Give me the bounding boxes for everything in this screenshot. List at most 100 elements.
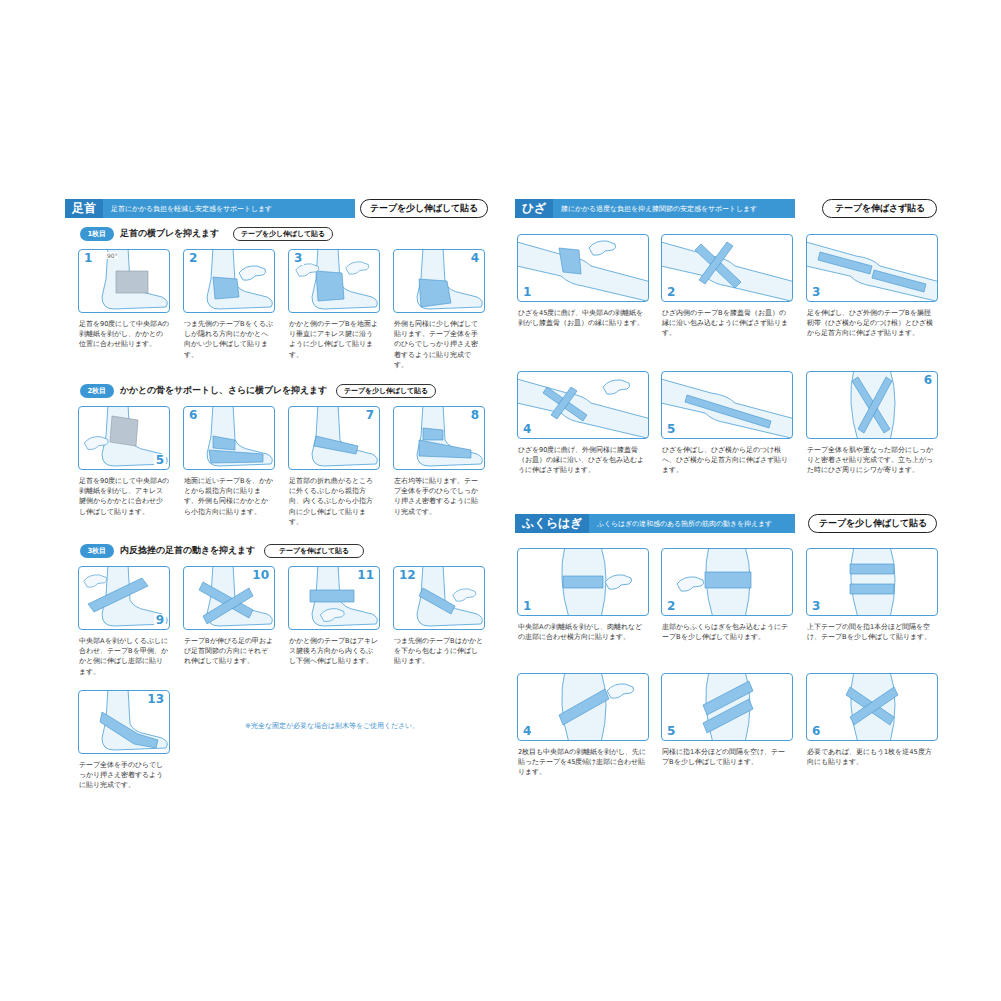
step-number: 5	[665, 725, 677, 738]
tape-instruction: テープを伸ばして貼る	[279, 547, 349, 556]
step-number: 1	[521, 286, 533, 299]
section-title: ひざ	[515, 199, 553, 218]
step-panel: 4外側も同様に少し伸ばして貼ります。テープ全体を手のひらでしっかり押さえ密着する…	[393, 249, 485, 313]
step-panel: 2患部からふくらはぎを包み込むようにテープBを少し伸ばして貼ります。	[661, 548, 793, 616]
step-caption: ひざを90度に曲げ、外側同様に膝蓋骨（お皿）の縁に沿い、ひざを包み込むように伸ば…	[518, 445, 648, 476]
section-title: ふくらはぎ	[515, 514, 589, 533]
section-title: 足首	[65, 199, 103, 218]
step-caption: ひざを伸ばし、ひざ横から足のつけ根へ、ひざ横から足首方向に伸ばさず貼ります。	[662, 445, 792, 476]
step-caption: 必要であれば、更にもう1枚を逆45度方向にも貼ります。	[807, 747, 937, 767]
step-panel: 4ひざを90度に曲げ、外側同様に膝蓋骨（お皿）の縁に沿い、ひざを包み込むように伸…	[517, 371, 649, 439]
step-caption: かかと側のテープBはアキレス腱後ろ方向から内くるぶし下側へ伸ばし貼ります。	[289, 636, 379, 667]
section-header: 足首足首にかかる負担を軽減し安定感をサポートします	[65, 199, 355, 218]
step-caption: 患部からふくらはぎを包み込むようにテープBを少し伸ばして貼ります。	[662, 622, 792, 642]
step-number: 7	[364, 409, 376, 422]
step-panel: 1ひざを45度に曲げ、中央部Aの剥離紙を剥がし膝蓋骨（お皿）の縁に貼ります。	[517, 234, 649, 302]
step-caption: 足首を90度にして中央部Aの剥離紙を剥がし、かかとの位置に合わせ貼ります。	[79, 319, 169, 350]
step-number: 4	[521, 725, 533, 738]
step-number: 10	[250, 569, 271, 582]
step-panel: 11かかと側のテープBはアキレス腱後ろ方向から内くるぶし下側へ伸ばし貼ります。	[288, 566, 380, 630]
step-caption: ひざ内側のテープBを膝蓋骨（お皿）の縁に沿い包み込むように伸ばさず貼ります。	[662, 308, 792, 339]
step-number: 1	[521, 600, 533, 613]
step-caption: 足首部の折れ曲がるところに外くるぶしから親指方向、内くるぶしから小指方向に少し伸…	[289, 476, 379, 527]
subheading: 足首の横ブレを抑えます	[120, 228, 219, 238]
sheet-badge: 3枚目	[80, 544, 114, 558]
step-panel: 5同様に指1本分ほどの間隔を空け、テープBを少し伸ばして貼ります。	[661, 673, 793, 741]
instruction-pill: テープを少し伸ばして貼る	[336, 384, 436, 398]
note: ※完全な固定が必要な場合は副木等をご使用ください。	[245, 722, 419, 730]
step-caption: かかと側のテープBを地面より垂直にアキレス腱に沿うように少し伸ばして貼ります。	[289, 319, 379, 360]
step-number: 9	[154, 614, 166, 627]
step-caption: つま先側のテープBをくるぶしが隠れる方向にかかとへ向かい少し伸ばして貼ります。	[184, 319, 274, 360]
step-panel: 6テープ全体を肌や重なった部分にしっかりと密着させ貼り完成です。立ち上がった時に…	[806, 371, 938, 439]
step-panel: 5ひざを伸ばし、ひざ横から足のつけ根へ、ひざ横から足首方向に伸ばさず貼ります。	[661, 371, 793, 439]
section-subtitle: 足首にかかる負担を軽減し安定感をサポートします	[111, 204, 272, 214]
step-caption: テープBが伸びる足の甲および足首関節の方向にそれぞれ伸ばして貼ります。	[184, 636, 274, 667]
sheet-badge: 2枚目	[80, 384, 114, 398]
step-panel: 10テープBが伸びる足の甲および足首関節の方向にそれぞれ伸ばして貼ります。	[183, 566, 275, 630]
step-number: 2	[665, 286, 677, 299]
step-number: 2	[187, 252, 199, 265]
sheet-badge: 1枚目	[80, 227, 114, 241]
step-number: 1	[82, 252, 94, 265]
step-caption: テープ全体を手のひらでしっかり押さえ密着するように貼り完成です。	[79, 760, 169, 791]
step-caption: テープ全体を肌や重なった部分にしっかりと密着させ貼り完成です。立ち上がった時にひ…	[807, 445, 937, 476]
section-subtitle: ふくらはぎの違和感のある箇所の筋肉の動きを抑えます	[597, 519, 772, 529]
step-number: 6	[187, 409, 199, 422]
step-panel: 7足首部の折れ曲がるところに外くるぶしから親指方向、内くるぶしから小指方向に少し…	[288, 406, 380, 470]
step-panel: 2ひざ内側のテープBを膝蓋骨（お皿）の縁に沿い包み込むように伸ばさず貼ります。	[661, 234, 793, 302]
step-panel: 42枚目も中央部Aの剥離紙を剥がし、先に貼ったテープを45度傾け患部に合わせ貼り…	[517, 673, 649, 741]
step-number: 3	[810, 600, 822, 613]
step-number: 3	[292, 252, 304, 265]
step-panel: 6地面に近いテープBを、かかとから親指方向に貼ります。外側も同様にかかとから小指…	[183, 406, 275, 470]
step-caption: 中央部Aを剥がしくるぶしに合わせ、テープBを甲側、かかと側に伸ばし患部に貼ります…	[79, 636, 169, 677]
step-panel: 9中央部Aを剥がしくるぶしに合わせ、テープBを甲側、かかと側に伸ばし患部に貼りま…	[78, 566, 170, 630]
tape-instruction: テープを少し伸ばして貼る	[344, 387, 428, 396]
tape-instruction: テープを少し伸ばして貼る	[819, 518, 927, 530]
step-caption: 2枚目も中央部Aの剥離紙を剥がし、先に貼ったテープを45度傾け患部に合わせ貼りま…	[518, 747, 648, 778]
subheading: かかとの骨をサポートし、さらに横ブレを抑えます	[120, 385, 327, 395]
step-panel: 3足を伸ばし、ひざ外側のテープBを腸脛靭帯（ひざ横から足のつけ根）とひざ横から足…	[806, 234, 938, 302]
tape-instruction: テープを少し伸ばして貼る	[370, 203, 478, 215]
tape-instruction: テープを伸ばさず貼る	[835, 203, 925, 215]
instruction-pill: テープを伸ばして貼る	[264, 544, 364, 558]
step-number: 8	[469, 409, 481, 422]
step-caption: つま先側のテープBはかかとを下から包むように伸ばし貼ります。	[394, 636, 484, 667]
step-number: 4	[469, 252, 481, 265]
step-caption: 同様に指1本分ほどの間隔を空け、テープBを少し伸ばして貼ります。	[662, 747, 792, 767]
step-number: 4	[521, 423, 533, 436]
step-panel: 8左右均等に貼ります。テープ全体を手のひらでしっかり押さえ密着するように貼り完成…	[393, 406, 485, 470]
step-panel: 5足首を90度にして中央部Aの剥離紙を剥がし、アキレス腱側からかかとに合わせ少し…	[78, 406, 170, 470]
step-number: 12	[397, 569, 418, 582]
subheading: 内反捻挫の足首の動きを抑えます	[120, 545, 255, 555]
step-caption: 左右均等に貼ります。テープ全体を手のひらでしっかり押さえ密着するように貼り完成で…	[394, 476, 484, 517]
step-caption: 上下テープの間を指1本分ほど間隔を空け、テープBを少し伸ばして貼ります。	[807, 622, 937, 642]
sheet-badge-text: 3枚目	[88, 546, 107, 556]
instruction-pill: テープを少し伸ばして貼る	[808, 514, 937, 533]
step-number: 2	[665, 600, 677, 613]
step-number: 6	[922, 374, 934, 387]
step-caption: 足を伸ばし、ひざ外側のテープBを腸脛靭帯（ひざ横から足のつけ根）とひざ横から足首…	[807, 308, 937, 339]
step-caption: 足首を90度にして中央部Aの剥離紙を剥がし、アキレス腱側からかかとに合わせ少し伸…	[79, 476, 169, 517]
step-panel: 12つま先側のテープBはかかとを下から包むように伸ばし貼ります。	[393, 566, 485, 630]
instruction-pill: テープを伸ばさず貼る	[822, 199, 937, 218]
section-header: ふくらはぎふくらはぎの違和感のある箇所の筋肉の動きを抑えます	[515, 514, 795, 533]
step-caption: 外側も同様に少し伸ばして貼ります。テープ全体を手のひらでしっかり押さえ密着するよ…	[394, 319, 484, 370]
step-caption: ひざを45度に曲げ、中央部Aの剥離紙を剥がし膝蓋骨（お皿）の縁に貼ります。	[518, 308, 648, 328]
step-number: 5	[665, 423, 677, 436]
step-number: 3	[810, 286, 822, 299]
angle-mark: 90°	[107, 252, 118, 259]
step-caption: 地面に近いテープBを、かかとから親指方向に貼ります。外側も同様にかかとから小指方…	[184, 476, 274, 517]
instruction-pill: テープを少し伸ばして貼る	[233, 227, 333, 241]
step-number: 11	[355, 569, 376, 582]
sheet-badge-text: 1枚目	[88, 229, 107, 239]
section-subtitle: 膝にかかる過度な負担を抑え膝関節の安定感をサポートします	[561, 204, 757, 214]
step-panel: 2つま先側のテープBをくるぶしが隠れる方向にかかとへ向かい少し伸ばして貼ります。	[183, 249, 275, 313]
step-number: 6	[810, 725, 822, 738]
sheet-badge-text: 2枚目	[88, 386, 107, 396]
step-panel: 1中央部Aの剥離紙を剥がし、肉離れなどの患部に合わせ横方向に貼ります。	[517, 548, 649, 616]
step-panel: 3上下テープの間を指1本分ほど間隔を空け、テープBを少し伸ばして貼ります。	[806, 548, 938, 616]
step-panel: 13テープ全体を手のひらでしっかり押さえ密着するように貼り完成です。	[78, 690, 170, 754]
step-panel: 6必要であれば、更にもう1枚を逆45度方向にも貼ります。	[806, 673, 938, 741]
